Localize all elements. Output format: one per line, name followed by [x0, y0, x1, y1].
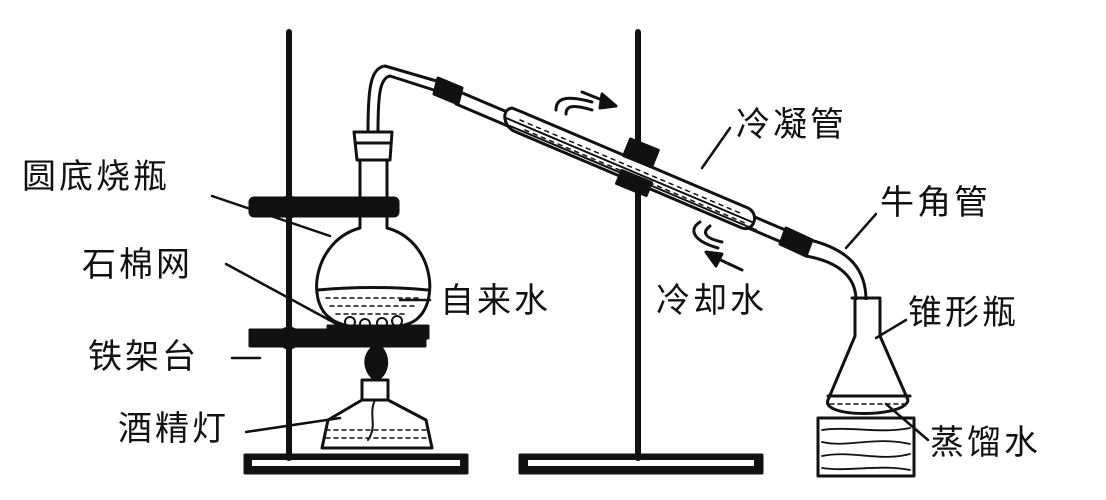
left-iron-stand — [243, 29, 469, 475]
label-asbestos-net: 石棉网 — [82, 245, 193, 285]
right-iron-stand — [518, 29, 764, 475]
alcohol-lamp — [320, 344, 434, 450]
label-tap-water: 自来水 — [440, 281, 551, 321]
label-condenser: 冷凝管 — [736, 105, 847, 145]
leader-lines — [210, 126, 930, 442]
label-iron-stand: 铁架台 — [88, 337, 199, 377]
round-bottom-flask — [315, 130, 432, 330]
flask-clamp — [248, 195, 400, 219]
adapter-tube — [804, 238, 868, 302]
label-round-bottom-flask: 圆底烧瓶 — [22, 157, 170, 197]
label-distilled-water: 蒸馏水 — [930, 423, 1041, 463]
water-in-arrow — [704, 250, 744, 272]
erlenmeyer-flask — [826, 296, 912, 415]
label-alcohol-lamp: 酒精灯 — [118, 409, 229, 449]
liebig-condenser — [432, 76, 814, 258]
label-cooling-water: 冷却水 — [656, 281, 767, 321]
bent-tube — [366, 64, 442, 134]
wood-block — [816, 416, 916, 478]
asbestos-net — [326, 324, 430, 340]
label-adapter: 牛角管 — [880, 183, 991, 223]
label-erlenmeyer-flask: 锥形瓶 — [908, 293, 1019, 333]
water-out-arrow — [580, 90, 618, 110]
